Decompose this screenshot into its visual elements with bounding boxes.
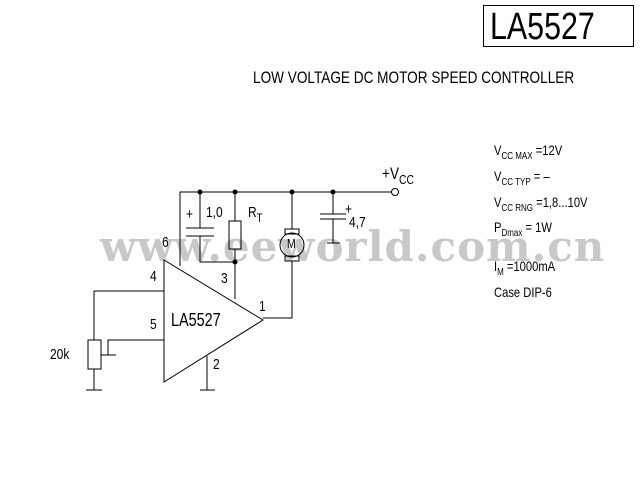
resistor-rt: [228, 220, 242, 250]
resistor-label: RT: [248, 204, 263, 225]
ic-label: LA5527: [171, 310, 221, 330]
pot-label: 20k: [50, 346, 70, 363]
pin-3: 3: [221, 270, 228, 287]
title-box: LA5527: [483, 5, 634, 48]
spec-vcc-typ: VCC TYP = –: [494, 168, 550, 188]
vcc-label: +VCC: [382, 164, 415, 187]
vcc-terminal: [391, 188, 399, 196]
wire-rail: [179, 191, 391, 266]
spec-case: Case DIP-6: [494, 284, 552, 300]
cap1-label: 1,0: [206, 204, 223, 221]
part-title: LA5527: [490, 6, 595, 48]
pin-4: 4: [150, 268, 157, 285]
spec-vcc-max: VCC MAX =12V: [494, 142, 563, 162]
pin-6: 6: [162, 234, 169, 251]
motor-label: M: [287, 236, 296, 251]
cap2-label: 4,7: [349, 214, 366, 231]
spec-im: IM =1000mA: [494, 258, 556, 278]
cap2-plus: +: [345, 201, 353, 218]
spec-pdmax: PDmax = 1W: [494, 219, 552, 239]
motor: [279, 232, 305, 258]
pin-5: 5: [150, 316, 157, 333]
pin-2: 2: [213, 356, 220, 373]
watermark: www.eeworld.com.cn: [100, 222, 606, 271]
cap1-plus: +: [186, 206, 194, 223]
pin-1: 1: [259, 298, 266, 315]
spec-vcc-rng: VCC RNG =1,8...10V: [494, 194, 588, 214]
potentiometer: [87, 339, 102, 370]
ic-triangle: [163, 259, 264, 383]
junction-dots: [197, 189, 336, 265]
subtitle: LOW VOLTAGE DC MOTOR SPEED CONTROLLER: [253, 68, 575, 87]
